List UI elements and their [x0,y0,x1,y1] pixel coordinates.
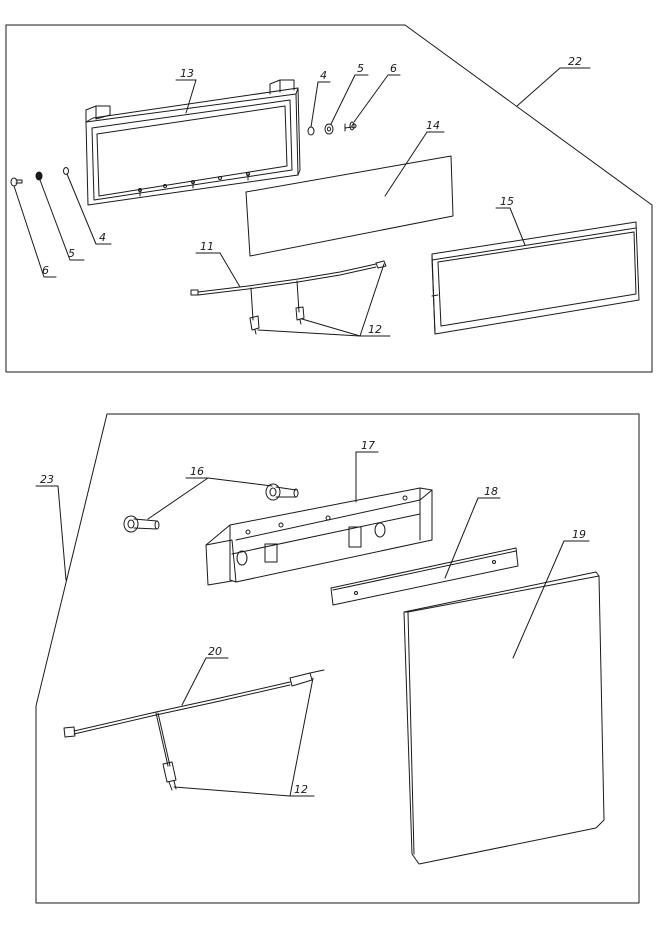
callout-6-left: 6 [42,264,49,277]
callout-12-lower-leader [173,786,291,797]
part-6-screw-right [344,121,357,132]
lower-panel-border [35,413,640,904]
callout-16: 16 [190,465,204,478]
upper-assembly-panel [5,24,653,373]
callout-12-upper: 12 [368,323,382,336]
callout-4-left: 4 [99,231,106,244]
lower-assembly-panel [35,413,640,904]
callout-13-leader [185,79,197,114]
callout-18: 18 [484,485,498,498]
part-11-wiring-harness [190,260,387,335]
part-4-washer-right [307,126,315,136]
callout-13: 13 [180,67,194,80]
part-17-mounting-bracket [205,487,433,586]
callout-6-right: 6 [390,62,397,75]
callout-20: 20 [208,645,222,658]
callout-11: 11 [200,240,214,253]
part-6-screw-left [10,177,23,187]
callout-17: 17 [361,439,375,452]
part-16-mounting-stud-right [265,483,299,501]
part-18-flat-strip [330,547,519,606]
group-22-leader [516,67,561,107]
callout-14: 14 [426,119,440,132]
group-23-leader [57,485,67,581]
part-13-front-frame [85,79,301,206]
group-label-23: 23 [40,473,54,486]
callout-12-lower: 12 [294,783,308,796]
callout-12-upper-leader [257,329,361,337]
part-20-wiring-harness [63,669,325,791]
part-14-diffuser-panel [245,155,454,257]
part-5-washer-right [324,123,334,135]
part-4-washer-left [63,167,69,175]
callout-15: 15 [500,195,514,208]
callout-19: 19 [572,528,586,541]
part-15-back-frame [431,221,640,335]
group-label-22: 22 [568,55,582,68]
part-5-washer-left [35,171,43,181]
callout-5-right: 5 [357,62,364,75]
callout-5-left: 5 [68,247,75,260]
upper-panel-border [5,24,653,373]
part-16-mounting-stud-left [123,515,160,533]
part-19-back-plate [403,571,605,865]
callout-4-right: 4 [320,69,327,82]
